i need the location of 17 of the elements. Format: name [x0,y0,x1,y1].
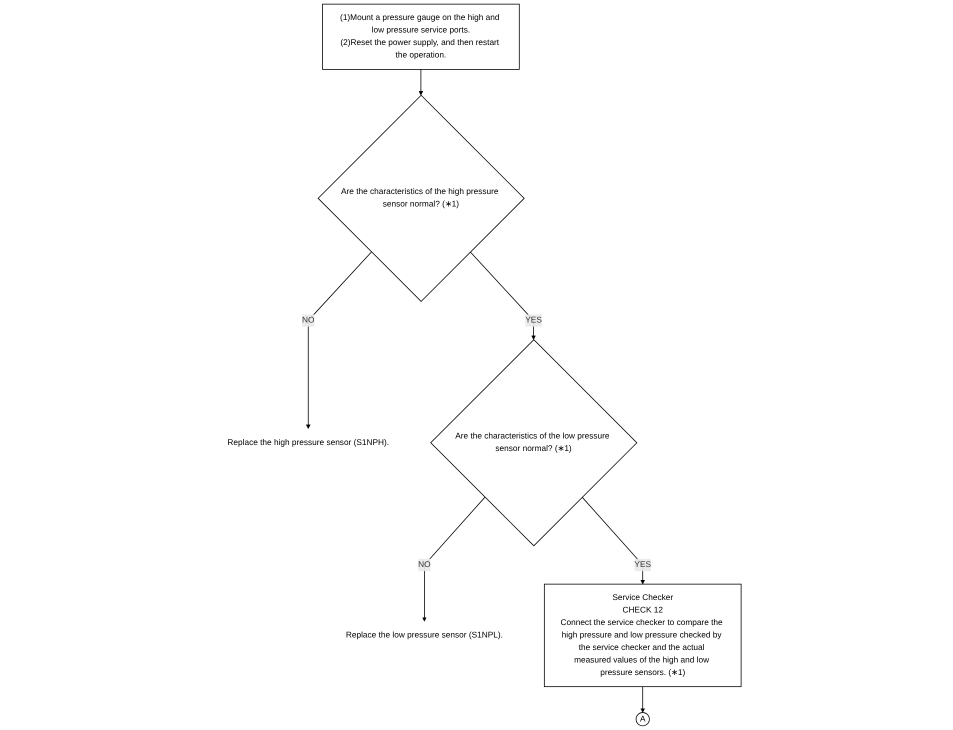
node-box: Service Checker CHECK 12 Connect the service checker to compare the high pressure and low pressure checked by the service checker and the actual measured values of the high and low pressure sensors. (∗1) [544,584,742,688]
arrow [470,252,536,340]
node-diamond: Are the characteristics of the low pressure sensor normal? (∗1) [430,339,638,546]
node-box: (1)Mount a pressure gauge on the high and low pressure service ports. (2)Reset the power supply, and then restart the operation. [322,4,520,70]
node-text: Replace the low pressure sensor (S1NPL). [346,630,503,640]
arrow [640,686,645,713]
edge-label: NO [302,316,314,325]
edge-label: YES [634,560,652,570]
edge-label: NO [418,560,431,570]
node-diamond: Are the characteristics of the high pressure sensor normal? (∗1) [318,94,525,302]
arrow [306,252,372,429]
node-circle: A [636,712,650,726]
arrow [418,69,424,96]
arrow [582,496,645,584]
arrow [422,496,486,622]
edge-label: YES [525,316,542,325]
node-text: Replace the high pressure sensor (S1NPH). [227,438,390,447]
